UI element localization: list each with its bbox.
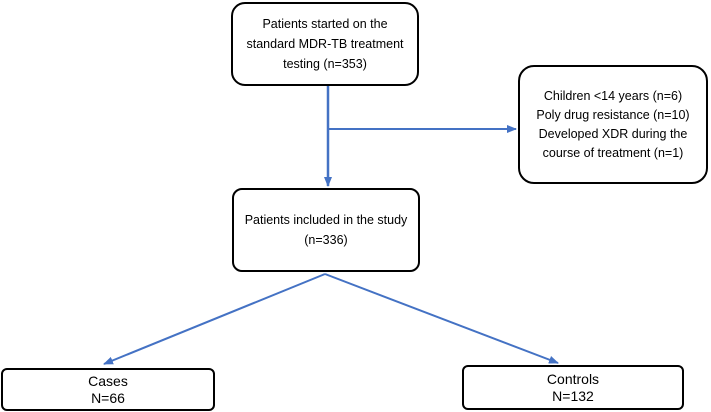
node-excluded-patients: Children <14 years (n=6) Poly drug resis… [518,65,708,184]
node-patients-started-text: Patients started on the standard MDR-TB … [246,17,404,71]
node-cases-text: Cases N=66 [88,372,128,406]
node-patients-started: Patients started on the standard MDR-TB … [231,2,419,86]
node-controls-text: Controls N=132 [546,370,600,404]
node-patients-included: Patients included in the study (n=336) [232,188,420,272]
node-cases: Cases N=66 [1,368,215,411]
arrow-included-to-cases [103,273,326,365]
node-controls: Controls N=132 [462,365,684,410]
arrow-included-to-controls [324,273,559,364]
node-patients-included-text: Patients included in the study (n=336) [244,213,408,247]
node-excluded-patients-text: Children <14 years (n=6) Poly drug resis… [536,88,690,160]
